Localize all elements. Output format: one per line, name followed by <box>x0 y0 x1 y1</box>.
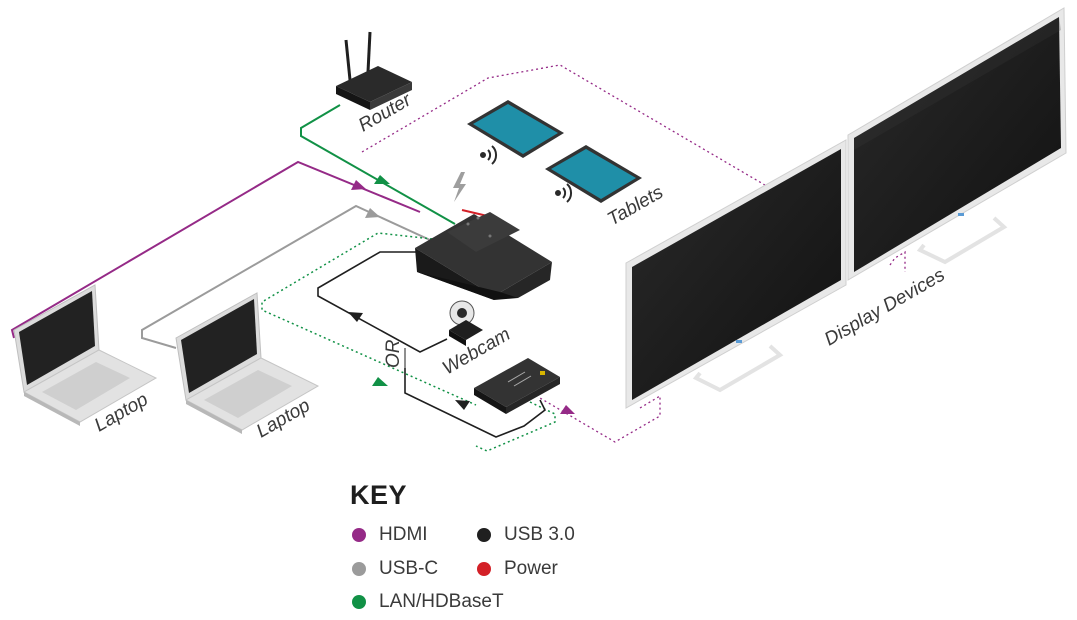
legend-title: KEY <box>350 480 408 510</box>
or-label: OR <box>383 339 404 368</box>
legend-label: USB-C <box>379 558 439 579</box>
usbc-cable-laptop-2 <box>141 204 431 349</box>
wifi-icon <box>480 145 498 165</box>
lan-arrow <box>374 175 390 184</box>
hdmi-display-loop <box>361 64 771 443</box>
usb3-cable-loop <box>317 251 448 353</box>
usb3-color-swatch <box>477 528 491 542</box>
power-color-swatch <box>477 562 491 576</box>
usb3-arrow-2 <box>455 400 470 410</box>
router <box>336 31 412 110</box>
usb3-cable-extender <box>404 368 547 438</box>
hub-device <box>415 212 552 300</box>
usbc-arrow <box>365 208 380 218</box>
legend-item-lan: LAN/HDBaseT <box>352 589 504 615</box>
legend-label: LAN/HDBaseT <box>379 591 504 612</box>
wifi-icon <box>555 183 573 203</box>
legend-item-usb3: USB 3.0 <box>477 522 575 548</box>
webcam <box>449 300 483 346</box>
lan-color-swatch <box>352 595 366 609</box>
usbc-color-swatch <box>352 562 366 576</box>
legend-label: Power <box>504 558 558 579</box>
laptop-1 <box>13 284 158 426</box>
display-device-1 <box>625 139 847 409</box>
power-bolt-icon <box>453 172 466 202</box>
legend-label: HDMI <box>379 524 428 545</box>
tablet-1 <box>467 100 564 158</box>
legend-label: USB 3.0 <box>504 524 575 545</box>
laptop-2 <box>175 292 320 434</box>
display-device-2 <box>847 7 1067 281</box>
legend-item-usbc: USB-C <box>352 556 438 582</box>
hdbaset-arrow <box>372 377 388 386</box>
hdmi-display-arrow <box>560 405 575 414</box>
legend-item-power: Power <box>477 556 558 582</box>
hdmi-arrow <box>351 180 366 190</box>
legend-item-hdmi: HDMI <box>352 522 428 548</box>
hdmi-color-swatch <box>352 528 366 542</box>
hdmi-display-link <box>889 250 906 272</box>
tablet-2 <box>545 145 642 203</box>
legend: KEY HDMI USB-C LAN/HDBaseT USB 3.0 Power <box>348 478 648 618</box>
hdbaset-cable <box>261 232 556 452</box>
usb3-arrow-1 <box>348 312 363 322</box>
hdbaset-extender <box>474 358 560 414</box>
